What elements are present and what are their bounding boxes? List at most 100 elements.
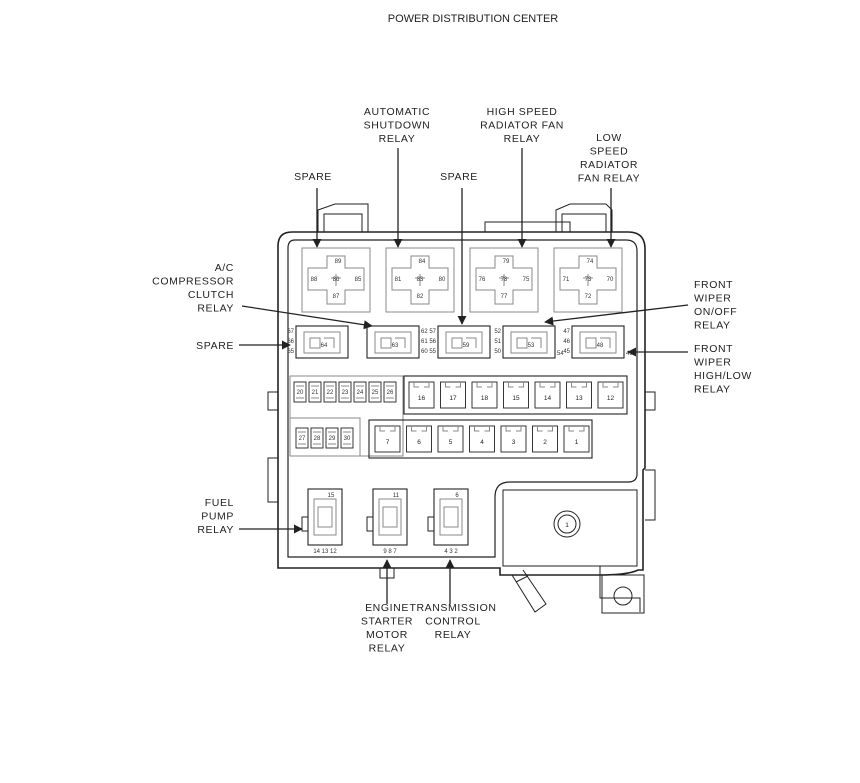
cartridge-fuse: 14 [534, 381, 561, 409]
pin-number: 6 [455, 493, 459, 499]
fuse-number: 30 [344, 436, 351, 442]
fuse-number: 20 [297, 390, 304, 396]
fuse-number: 15 [512, 395, 520, 402]
pin-number: 79 [503, 259, 510, 265]
fuse-number: 28 [314, 436, 321, 442]
fuse-number: 16 [418, 395, 426, 402]
cartridge-fuse: 5 [437, 425, 464, 453]
mini-fuse: 25 [368, 381, 382, 403]
pin-number: 87 [333, 294, 340, 300]
mini-fuse: 24 [353, 381, 367, 403]
mini-fuse: 23 [338, 381, 352, 403]
fuse-number: 4 [480, 439, 484, 446]
pin-number: 14 13 12 [313, 549, 337, 555]
svg-text:1: 1 [565, 522, 569, 529]
pin-number: 81 [395, 277, 402, 283]
pin-number: 76 [479, 277, 486, 283]
fuse-number: 26 [387, 390, 394, 396]
pin-number: 53 [528, 343, 535, 349]
mini-relay-socket: 63 62 61 60 [366, 325, 428, 359]
fuse-number: 13 [575, 395, 583, 402]
pin-number: 65 [287, 349, 294, 355]
cartridge-fuse: 16 [408, 381, 435, 409]
pin-number: 89 [335, 259, 342, 265]
pin-number: 59 [463, 343, 470, 349]
pdc-housing [267, 203, 656, 614]
mini-fuse: 30 [340, 427, 354, 449]
iso-relay-socket: 6 4 3 2 [427, 488, 469, 555]
iso-relay-socket: 15 14 13 12 [301, 488, 343, 555]
cartridge-fuse: 17 [440, 381, 466, 409]
pin-number: 62 [421, 329, 428, 335]
diagram-title: POWER DISTRIBUTION CENTER [388, 13, 559, 25]
pin-number: 4 3 2 [444, 549, 458, 555]
pin-number: 47 [563, 329, 570, 335]
fuse-number: 25 [372, 390, 379, 396]
fuse-number: 23 [342, 390, 349, 396]
pin-number: 15 [328, 493, 335, 499]
fuse-number: 1 [575, 439, 579, 446]
leader-arrow [241, 305, 373, 330]
pin-number: 82 [417, 294, 424, 300]
cartridge-fuse: 12 [597, 381, 624, 409]
label-spare-top-mid: SPARE [440, 171, 478, 183]
pin-number: 84 [419, 259, 426, 265]
fuse-number: 24 [357, 390, 364, 396]
pin-number: 48 [597, 343, 604, 349]
mini-fuse-block: 20 21 22 23 24 25 26 27 28 29 30 [289, 375, 404, 457]
pin-number: 72 [585, 294, 592, 300]
cartridge-fuse: 4 [469, 425, 495, 453]
pin-number: 52 [494, 329, 501, 335]
pin-number: 57 [429, 329, 436, 335]
cartridge-fuse: 2 [532, 425, 558, 453]
mini-fuse: 22 [323, 381, 337, 403]
mini-relay-socket: 53 52 51 50 54 [494, 325, 564, 359]
fuse-number: 29 [329, 436, 336, 442]
label-spare-top-left: SPARE [294, 171, 332, 183]
pin-number: 66 [287, 339, 294, 345]
pin-number: 54 [557, 351, 564, 357]
pin-number: 51 [494, 339, 501, 345]
pin-number: 63 [392, 343, 399, 349]
cartridge-fuse: 6 [406, 425, 432, 453]
cartridge-fuse: 18 [471, 381, 498, 409]
cartridge-fuse: 7 [374, 425, 401, 453]
fuse-number: 6 [417, 439, 421, 446]
pin-number: 80 [439, 277, 446, 283]
pin-number: 77 [501, 294, 508, 300]
pin-number: 85 [355, 277, 362, 283]
pin-number: 71 [563, 277, 570, 283]
label-spare-left: SPARE [196, 340, 234, 352]
mini-fuse: 29 [325, 427, 339, 449]
iso-relay-socket: 11 9 8 7 [366, 488, 408, 555]
pin-number: 9 8 7 [383, 549, 397, 555]
pin-number: 11 [393, 493, 400, 499]
pin-number: 60 [421, 349, 428, 355]
fuse-number: 21 [312, 390, 319, 396]
pin-number: 70 [607, 277, 614, 283]
fuse-number: 22 [327, 390, 334, 396]
pin-number: 61 [421, 339, 428, 345]
pin-number: 50 [494, 349, 501, 355]
mini-fuse: 28 [310, 427, 324, 449]
pin-number: 55 [429, 349, 436, 355]
fuse-number: 27 [299, 436, 306, 442]
mini-fuse: 27 [295, 427, 309, 449]
mini-fuse: 20 [293, 381, 307, 403]
fuse-number: 12 [607, 395, 615, 402]
cartridge-fuse: 13 [566, 381, 592, 409]
